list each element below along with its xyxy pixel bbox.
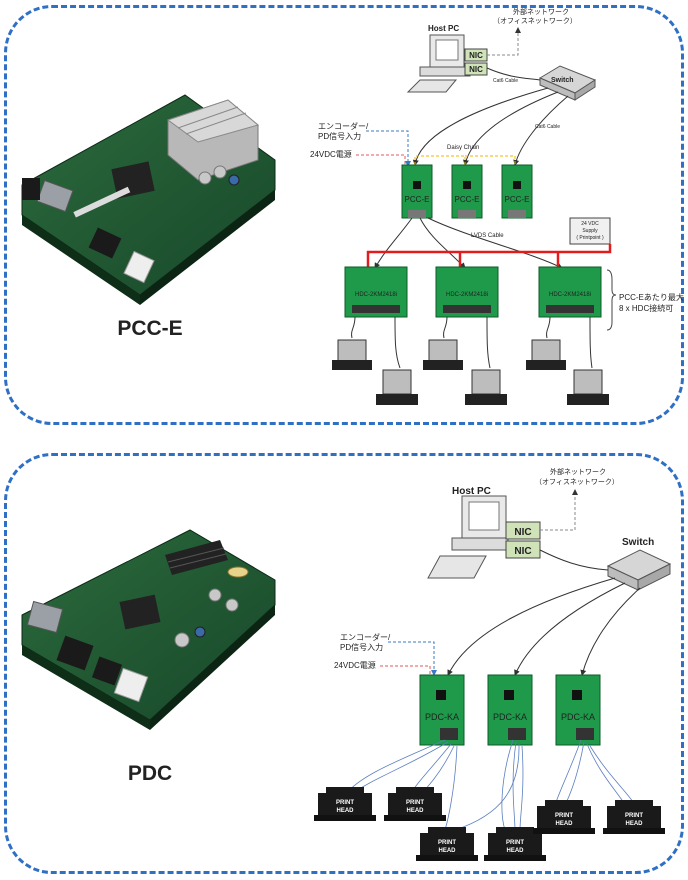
print-head-block xyxy=(603,800,665,834)
external-network-label: 外部ネットワーク xyxy=(550,467,606,476)
switch-icon xyxy=(538,65,597,101)
office-network-label: （オフィスネットワーク） xyxy=(535,478,619,486)
hdc-board-label: HDC-2KM2418i xyxy=(549,292,591,298)
print-head-label: HEAD xyxy=(555,821,573,827)
print-head-block xyxy=(314,787,376,821)
supply-label: 24 VDC xyxy=(581,221,599,227)
pdc-ka-board-label: PDC-KA xyxy=(561,712,595,722)
print-head-label: HEAD xyxy=(625,821,643,827)
hdc-board-label: HDC-2KM2418i xyxy=(446,292,488,298)
print-head-label: HEAD xyxy=(406,808,424,814)
lvds-cable-label: LVDS Cable xyxy=(471,233,504,239)
print-head-label: HEAD xyxy=(506,848,524,854)
host-pc-label: Host PC xyxy=(428,24,459,33)
pdc-ka-board-label: PDC-KA xyxy=(425,712,459,722)
supply-label: ( Printpoint ) xyxy=(576,235,604,241)
supply-box xyxy=(569,217,611,245)
pd-signal-label: PD信号入力 xyxy=(318,131,361,141)
print-head-icon xyxy=(526,316,609,405)
nic-box xyxy=(505,540,541,559)
pdc-ka-board xyxy=(555,674,601,746)
max-hdc-note: PCC-Eあたり最大 xyxy=(619,292,684,302)
print-head-label: PRINT xyxy=(406,800,424,806)
pcc-e-board-label: PCC-E xyxy=(505,195,530,204)
print-head-label: PRINT xyxy=(555,813,573,819)
cat6-cable-label: Cat6 Cable xyxy=(493,78,518,84)
print-head-label: PRINT xyxy=(438,840,456,846)
pcc-e-board xyxy=(451,164,483,219)
pcc-e-board-label: PCC-E xyxy=(405,195,430,204)
print-head-block xyxy=(416,827,478,861)
host-pc-icon xyxy=(427,495,509,579)
power-24v-label: 24VDC電源 xyxy=(334,661,376,670)
pdc-board-photo xyxy=(21,529,276,730)
print-head-label: PRINT xyxy=(625,813,643,819)
pcc-e-board-label: PCC-E xyxy=(455,195,480,204)
pdc-title: PDC xyxy=(128,762,172,785)
switch-label: Switch xyxy=(551,77,574,84)
print-head-label: HEAD xyxy=(438,848,456,854)
print-head-label: PRINT xyxy=(506,840,524,846)
hdc-board xyxy=(435,266,499,318)
host-pc-label: Host PC xyxy=(452,486,491,497)
nic-label: NIC xyxy=(514,546,531,557)
pdc-ka-board-label: PDC-KA xyxy=(493,712,527,722)
nic-label: NIC xyxy=(469,51,483,60)
nic-box xyxy=(464,62,488,76)
hdc-board xyxy=(344,266,408,318)
nic-label: NIC xyxy=(469,65,483,74)
print-head-block xyxy=(384,787,446,821)
supply-label: Supply xyxy=(582,228,598,234)
print-head-label: HEAD xyxy=(336,808,354,814)
external-network-label: 外部ネットワーク xyxy=(513,7,569,16)
cat6-cable-label: Cat6 Cable xyxy=(535,124,560,130)
max-hdc-note: 8 x HDC接続可 xyxy=(619,303,673,313)
print-head-label: PRINT xyxy=(336,800,354,806)
print-head-block xyxy=(533,800,595,834)
office-network-label: （オフィスネットワーク） xyxy=(493,17,577,25)
pcc-e-board xyxy=(501,164,533,219)
pdc-ka-board xyxy=(419,674,465,746)
host-pc-icon xyxy=(406,34,471,93)
encoder-label: エンコーダー/ xyxy=(318,121,369,131)
hdc-board xyxy=(538,266,602,318)
nic-label: NIC xyxy=(514,527,531,538)
switch-icon xyxy=(606,549,672,591)
pcc-e-board xyxy=(401,164,433,219)
pcc-e-board-photo xyxy=(21,94,276,305)
print-head-icon xyxy=(423,316,507,405)
switch-label: Switch xyxy=(622,537,654,548)
print-head-icon xyxy=(332,316,418,405)
pdc-ka-board xyxy=(487,674,533,746)
power-24v-label: 24VDC電源 xyxy=(310,150,352,159)
encoder-label: エンコーダー/ xyxy=(340,632,391,642)
daisy-chain-label: Daisy Chain xyxy=(447,145,479,151)
print-head-block xyxy=(484,827,546,861)
hdc-board-label: HDC-2KM2418i xyxy=(355,292,397,298)
pd-signal-label: PD信号入力 xyxy=(340,642,383,652)
pcc-e-title: PCC-E xyxy=(117,317,182,340)
